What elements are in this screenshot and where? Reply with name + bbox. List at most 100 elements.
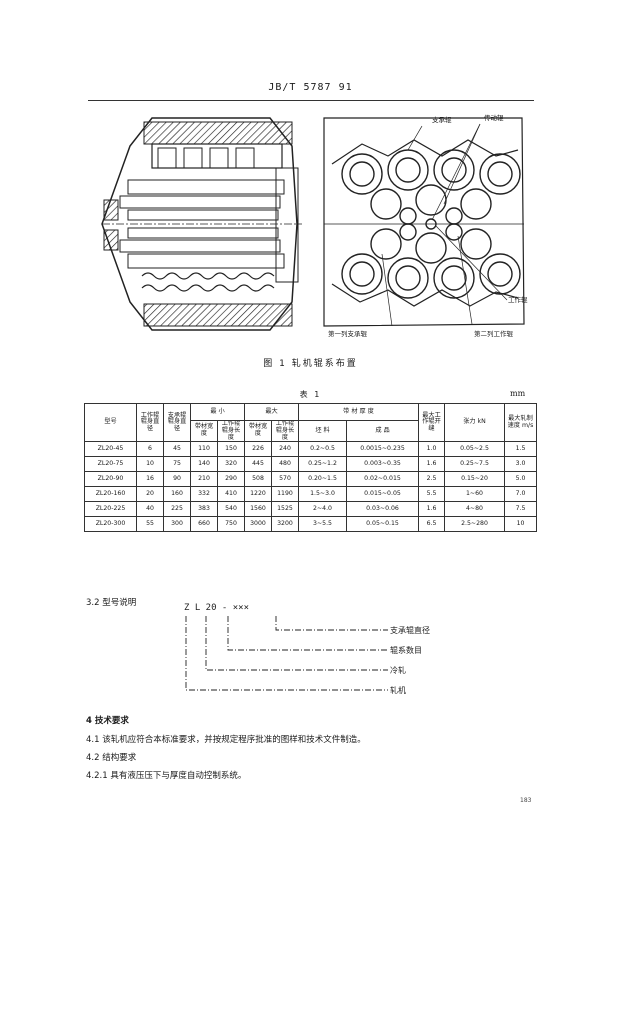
- table-cell: 45: [163, 441, 191, 458]
- table-header-row: 坯 料 成 品: [85, 419, 537, 443]
- table-cell: 1~60: [444, 486, 505, 503]
- table-cell: 1190: [271, 486, 299, 503]
- col-group-thickness: 带 材 厚 度: [298, 403, 419, 421]
- table-cell: 1.0: [418, 441, 445, 458]
- paragraph-4-1: 4.1 该轧机应符合本标准要求，并按规定程序批准的图样和技术文件制造。: [86, 735, 366, 745]
- col-group-max: 最大: [244, 403, 299, 421]
- table-cell: 0.25~7.5: [444, 456, 505, 473]
- table-cell: 160: [163, 486, 191, 503]
- table-cell: 540: [217, 501, 245, 518]
- col-incoming: 坯 料: [298, 419, 347, 443]
- table-cell: 7.5: [504, 501, 537, 518]
- table-cell: 0.03~0.06: [346, 501, 419, 518]
- table-cell: 0.20~1.5: [298, 471, 347, 488]
- col-work-roll-len-max: 工作辊辊身长度: [271, 419, 299, 443]
- table-cell: ZL20-75: [84, 456, 137, 473]
- paragraph-4-2: 4.2 结构要求: [86, 753, 137, 763]
- table-cell: 5.0: [504, 471, 537, 488]
- table-cell: 0.2~0.5: [298, 441, 347, 458]
- table-cell: 75: [163, 456, 191, 473]
- table-cell: 3000: [244, 516, 272, 533]
- label-second-intermediate-rolls: 第二列工作辊: [474, 329, 514, 338]
- table-cell: 2.5~280: [444, 516, 505, 533]
- table-cell: 320: [217, 456, 245, 473]
- table-cell: ZL20-160: [84, 486, 137, 503]
- col-model: 型号: [84, 402, 137, 443]
- table-cell: 7.0: [504, 486, 537, 503]
- table-cell: 1560: [244, 501, 272, 518]
- table-cell: 290: [217, 471, 245, 488]
- table-cell: 0.15~20: [444, 471, 505, 488]
- table-cell: 2.5: [418, 471, 445, 488]
- spec-table: 型号 工作辊辊身直径 支承辊辊身直径 最 小 最大 带 材 厚 度 最大工作辊开…: [84, 402, 537, 533]
- legend-rolling-mill: 轧机: [390, 685, 406, 695]
- table-cell: 508: [244, 471, 272, 488]
- page-header: JB/T 5787 91: [268, 82, 353, 93]
- table-cell: 6: [136, 441, 164, 458]
- table-cell: 1525: [271, 501, 299, 518]
- label-drive-roll: 传动辊: [484, 113, 504, 122]
- roll-arrangement-figure: 支承辊 传动辊 工作辊 第一列支承辊 第二列工作辊: [101, 113, 528, 338]
- table-cell: 226: [244, 441, 272, 458]
- model-code-diagram: Z L 20 - ××× 支承辊直径 辊系数目 冷轧 轧机: [184, 603, 430, 695]
- table-cell: 1220: [244, 486, 272, 503]
- paragraph-4-2-1: 4.2.1 具有液压压下与厚度自动控制系统。: [86, 771, 247, 781]
- table-cell: 0.05~2.5: [444, 441, 505, 458]
- table-cell: 90: [163, 471, 191, 488]
- table-cell: ZL20-45: [84, 441, 137, 458]
- table-cell: 40: [136, 501, 164, 518]
- table-cell: 5.5: [418, 486, 445, 503]
- table-cell: 1.5: [504, 441, 537, 458]
- table-cell: 240: [271, 441, 299, 458]
- col-work-roll-dia: 工作辊辊身直径: [136, 402, 164, 443]
- label-first-support-rolls: 第一列支承辊: [328, 329, 368, 338]
- table-cell: 300: [163, 516, 191, 533]
- table-cell: 410: [217, 486, 245, 503]
- table-cell: 2~4.0: [298, 501, 347, 518]
- col-support-roll-dia: 支承辊辊身直径: [163, 402, 191, 443]
- table-title: 表 1: [299, 390, 322, 399]
- legend-support-roll-dia: 支承辊直径: [390, 625, 430, 635]
- col-speed: 最大轧制速度 m/s: [504, 402, 537, 443]
- table-cell: 10: [504, 516, 537, 533]
- header-rule: [88, 100, 534, 101]
- col-strip-width-max: 带材宽度: [244, 419, 272, 443]
- table-cell: 140: [190, 456, 218, 473]
- table-cell: 55: [136, 516, 164, 533]
- table-cell: 3.0: [504, 456, 537, 473]
- table-unit: mm: [510, 389, 526, 398]
- table-cell: 570: [271, 471, 299, 488]
- figure-caption: 图 1 轧机辊系布置: [263, 359, 358, 369]
- table-header-row: 型号 工作辊辊身直径 支承辊辊身直径 最 小 最大 带 材 厚 度 最大工作辊开…: [84, 402, 537, 443]
- table-cell: 1.6: [418, 456, 445, 473]
- table-cell: 0.0015~0.235: [346, 441, 419, 458]
- col-work-roll-len-min: 工作辊辊身长度: [217, 419, 245, 443]
- table-cell: ZL20-300: [84, 516, 137, 533]
- model-code: Z L 20 - ×××: [184, 603, 249, 613]
- col-group-min: 最 小: [190, 403, 245, 421]
- table-cell: ZL20-90: [84, 471, 137, 488]
- table-cell: 0.015~0.05: [346, 486, 419, 503]
- table-cell: 4~80: [444, 501, 505, 518]
- table-cell: 1.5~3.0: [298, 486, 347, 503]
- table-cell: 225: [163, 501, 191, 518]
- table-cell: 1.6: [418, 501, 445, 518]
- table-cell: 20: [136, 486, 164, 503]
- table-cell: 110: [190, 441, 218, 458]
- table-cell: 0.05~0.15: [346, 516, 419, 533]
- table-cell: 445: [244, 456, 272, 473]
- label-support-roll: 支承辊: [432, 115, 452, 124]
- table-cell: 3~5.5: [298, 516, 347, 533]
- label-work-roll: 工作辊: [508, 295, 528, 304]
- col-max-gap: 最大工作辊开缝: [418, 402, 445, 443]
- table-cell: 6.5: [418, 516, 445, 533]
- table-cell: 210: [190, 471, 218, 488]
- legend-cold-rolling: 冷轧: [390, 665, 406, 675]
- table-cell: 480: [271, 456, 299, 473]
- table-cell: ZL20-225: [84, 501, 137, 518]
- table-cell: 3200: [271, 516, 299, 533]
- page-number: 183: [520, 797, 532, 804]
